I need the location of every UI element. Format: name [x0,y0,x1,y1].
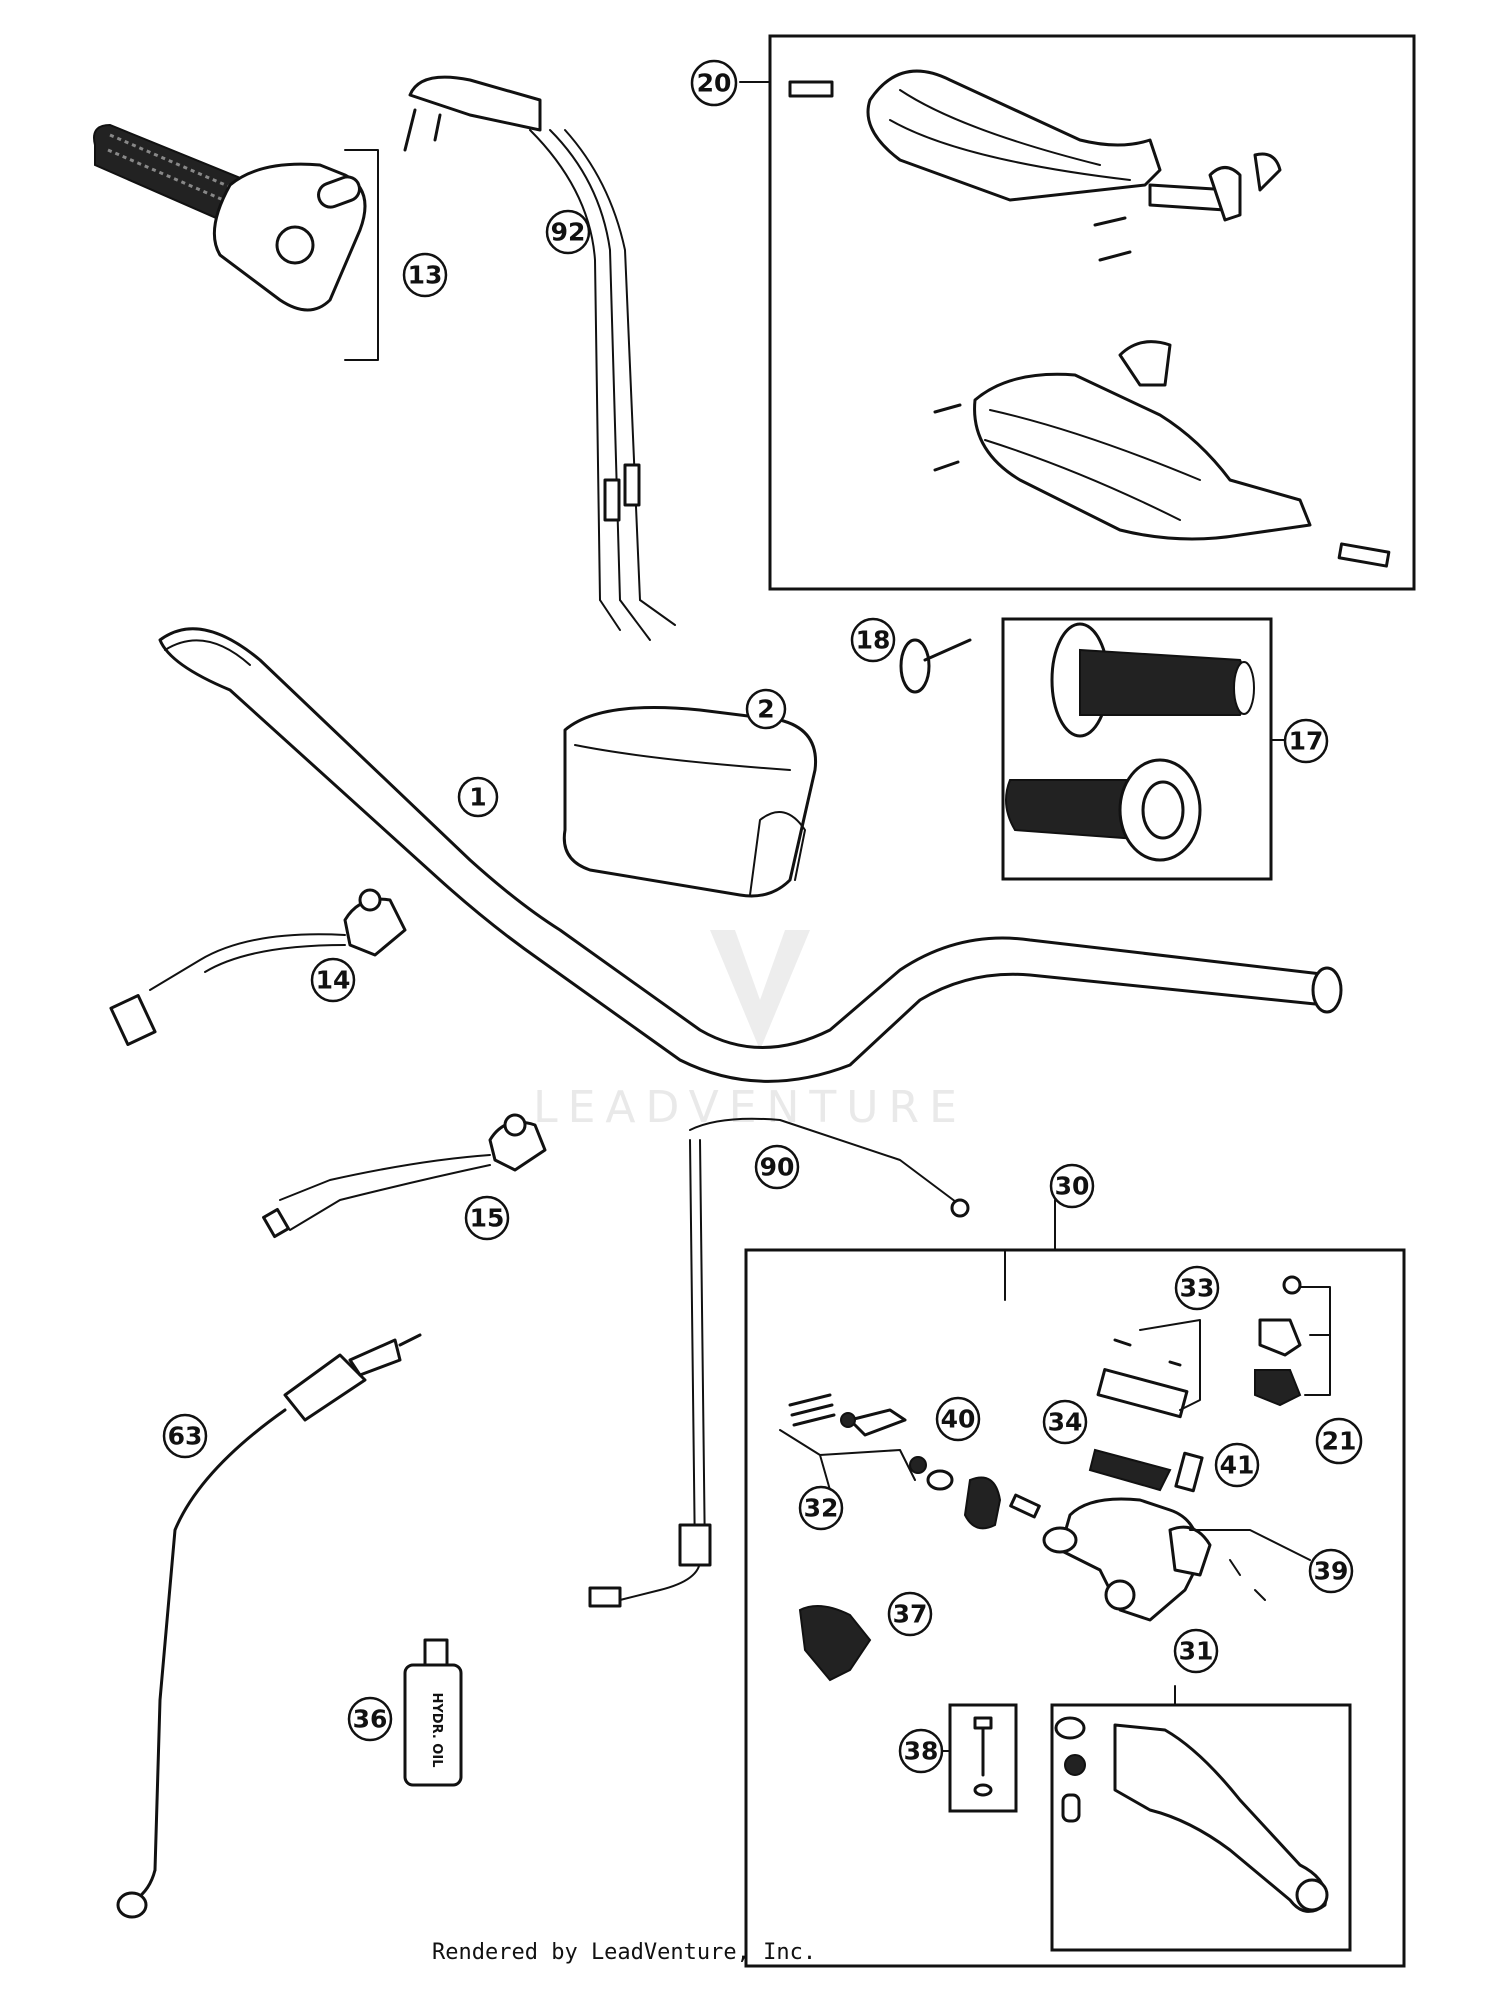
watermark-text: LEADVENTURE [533,1082,967,1133]
callout-37: 37 [887,1591,933,1637]
svg-text:37: 37 [893,1600,928,1629]
svg-text:31: 31 [1179,1637,1214,1666]
callout-92: 92 [545,209,591,255]
lever-clamp [1254,1275,1331,1407]
svg-text:21: 21 [1322,1427,1357,1456]
callout-20: 20 [690,59,738,107]
cable-tie [899,638,972,694]
svg-text:18: 18 [856,626,891,655]
svg-text:36: 36 [353,1705,388,1734]
callout-33: 33 [1174,1265,1220,1311]
svg-text:14: 14 [316,966,351,995]
boot-and-pin [963,1451,1204,1530]
bleed-screw-frame [948,1703,1018,1813]
callout-30: 30 [1049,1163,1095,1209]
svg-text:92: 92 [551,218,586,247]
grips-frame [1001,617,1273,881]
callout-15: 15 [464,1195,510,1241]
throttle-cables [403,75,676,641]
svg-text:13: 13 [408,261,443,290]
callout-13: 13 [402,252,448,298]
callout-34: 34 [1042,1399,1088,1445]
callout-40: 40 [935,1396,981,1442]
svg-text:2: 2 [757,695,774,724]
callout-38: 38 [898,1728,944,1774]
hydraulic-clutch-line [116,1333,422,1919]
svg-text:90: 90 [760,1153,795,1182]
handguard-kit-frame [768,34,1416,591]
callout-17: 17 [1283,718,1329,764]
svg-text:63: 63 [168,1422,203,1451]
kill-switch [109,888,407,1046]
grip-left [1005,758,1202,862]
callout-21: 21 [1315,1417,1363,1465]
svg-text:30: 30 [1055,1172,1090,1201]
clutch-lever [1054,1716,1329,1913]
svg-text:33: 33 [1180,1274,1215,1303]
lever-cover [798,1605,872,1682]
callout-2: 2 [745,688,787,730]
svg-text:20: 20 [697,69,732,98]
svg-text:38: 38 [904,1737,939,1766]
callout-39: 39 [1308,1548,1354,1594]
reservoir-membrane [1088,1448,1172,1492]
bleed-screw [973,1716,993,1797]
grip-right [1050,622,1255,738]
master-cylinder-body [1042,1497,1311,1622]
callout-90: 90 [754,1144,800,1190]
callout-63: 63 [162,1413,208,1459]
clutch-lever-frame [1050,1703,1352,1952]
callout-41: 41 [1214,1442,1260,1488]
handguard-lower [933,340,1391,568]
reservoir-cover-screws [1096,1319,1201,1419]
callout-18: 18 [850,617,896,663]
callout-36: 36 [347,1696,393,1742]
hydraulic-oil-bottle: HYDR. OIL [403,1638,463,1787]
clutch-cable [588,1117,970,1608]
handlebar-pad [562,706,818,898]
svg-text:41: 41 [1220,1451,1255,1480]
handlebar-switch [262,1113,547,1239]
svg-text:39: 39 [1314,1557,1349,1586]
footer-credit: Rendered by LeadVenture, Inc. [432,1940,817,1965]
svg-text:17: 17 [1289,727,1324,756]
callout-31: 31 [1173,1628,1219,1674]
master-cylinder-piston-kit [779,1393,954,1491]
handguard-upper [788,69,1282,262]
svg-text:1: 1 [469,783,486,812]
callout-1: 1 [457,776,499,818]
throttle-assembly [93,123,379,361]
svg-text:32: 32 [804,1494,839,1523]
callout-32: 32 [798,1485,844,1531]
svg-text:40: 40 [941,1405,976,1434]
svg-text:34: 34 [1048,1408,1083,1437]
watermark: LEADVENTURE [533,820,967,1133]
callout-14: 14 [310,957,356,1003]
handlebar [158,627,1343,1083]
bottle-label: HYDR. OIL [429,1693,444,1768]
svg-text:15: 15 [470,1204,505,1233]
clutch-master-cylinder-frame [744,1248,1406,1968]
